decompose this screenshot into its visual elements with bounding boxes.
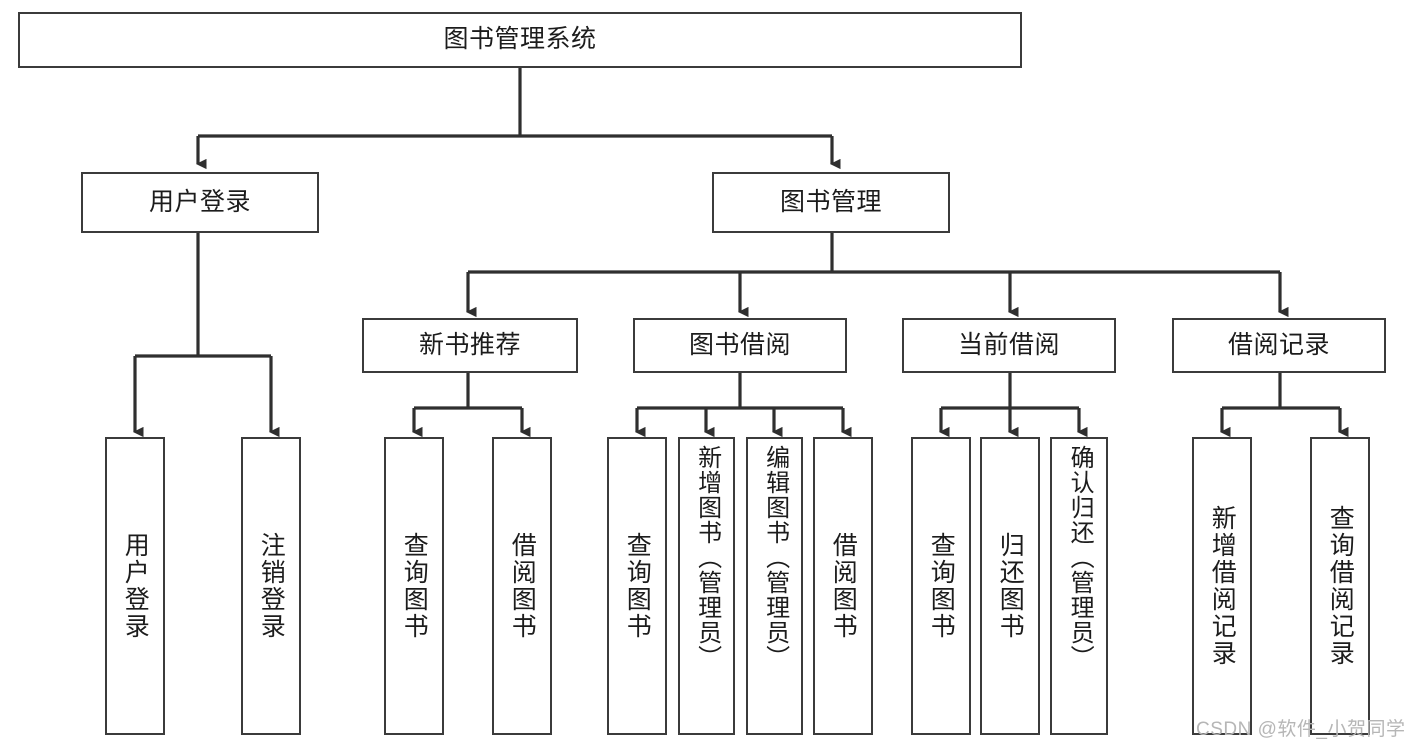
node-label: 查询图书 (400, 532, 429, 640)
node-leaf-query-book-current[interactable]: 查询图书 (911, 437, 971, 735)
node-current-borrow[interactable]: 当前借阅 (902, 318, 1116, 373)
node-leaf-user-login[interactable]: 用户登录 (105, 437, 165, 735)
node-label: 注销登录 (257, 532, 286, 640)
node-book-management[interactable]: 图书管理 (712, 172, 950, 233)
node-label: 新增借阅记录 (1208, 505, 1237, 667)
node-label: 查询图书 (623, 532, 652, 640)
node-leaf-confirm-return-admin[interactable]: 确认归还（管理员） (1050, 437, 1108, 735)
node-label: 新书推荐 (418, 330, 521, 359)
node-label: 确认归还（管理员） (1066, 445, 1094, 670)
node-leaf-add-borrow-record[interactable]: 新增借阅记录 (1192, 437, 1252, 735)
node-leaf-query-book-borrow[interactable]: 查询图书 (607, 437, 667, 735)
node-label: 借阅记录 (1227, 330, 1330, 359)
node-book-borrow[interactable]: 图书借阅 (633, 318, 847, 373)
node-leaf-borrow-book[interactable]: 借阅图书 (813, 437, 873, 735)
node-leaf-edit-book-admin[interactable]: 编辑图书（管理员） (746, 437, 803, 735)
node-label: 用户登录 (121, 532, 150, 640)
node-label: 借阅图书 (508, 532, 537, 640)
node-label: 图书管理系统 (443, 25, 597, 54)
node-label: 新增图书（管理员） (693, 445, 721, 670)
node-leaf-borrow-book-recommend[interactable]: 借阅图书 (492, 437, 552, 735)
node-root-book-management-system[interactable]: 图书管理系统 (18, 12, 1022, 68)
node-label: 查询图书 (927, 532, 956, 640)
node-leaf-add-book-admin[interactable]: 新增图书（管理员） (678, 437, 735, 735)
node-borrow-record[interactable]: 借阅记录 (1172, 318, 1386, 373)
node-label: 查询借阅记录 (1326, 505, 1355, 667)
node-label: 编辑图书（管理员） (761, 445, 789, 670)
node-leaf-query-book-recommend[interactable]: 查询图书 (384, 437, 444, 735)
node-label: 当前借阅 (957, 330, 1060, 359)
node-label: 归还图书 (996, 532, 1025, 640)
node-label: 图书借阅 (688, 330, 791, 359)
node-user-login[interactable]: 用户登录 (81, 172, 319, 233)
node-leaf-query-borrow-record[interactable]: 查询借阅记录 (1310, 437, 1370, 735)
node-label: 图书管理 (779, 187, 882, 216)
node-new-book-recommend[interactable]: 新书推荐 (362, 318, 578, 373)
node-leaf-return-book[interactable]: 归还图书 (980, 437, 1040, 735)
node-label: 借阅图书 (829, 532, 858, 640)
node-leaf-logout[interactable]: 注销登录 (241, 437, 301, 735)
watermark-text: CSDN @软件_小贺同学 (1196, 719, 1405, 740)
node-label: 用户登录 (148, 187, 251, 216)
